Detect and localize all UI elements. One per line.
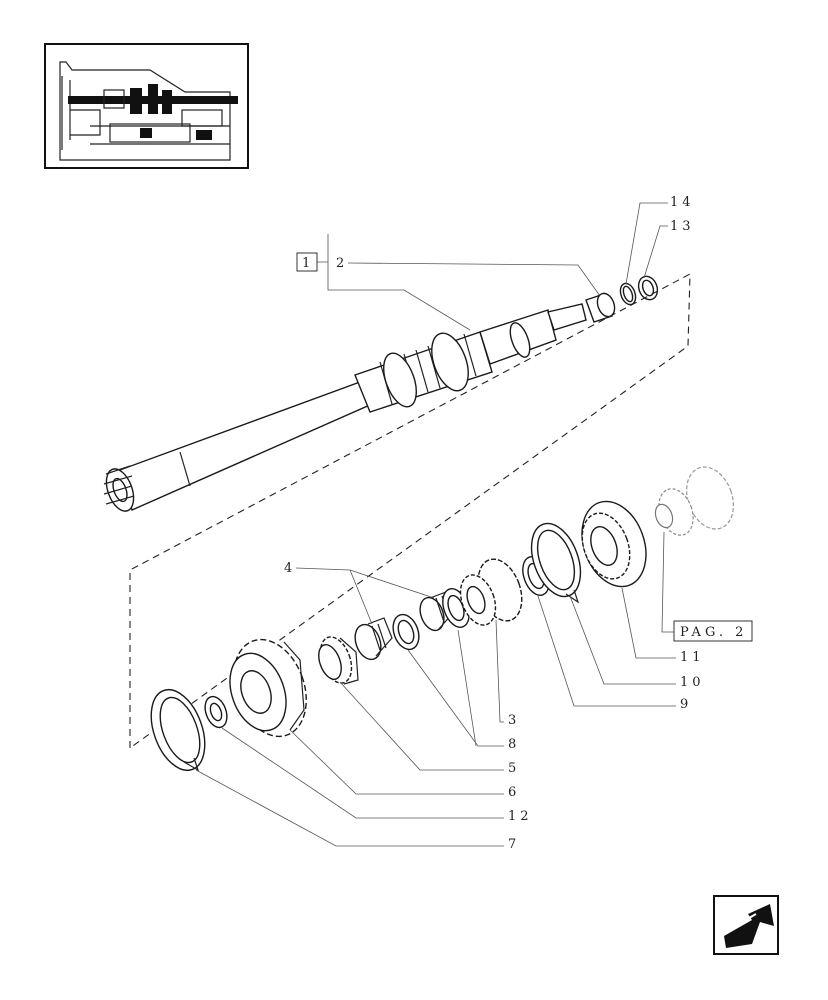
gear-part-6	[229, 638, 307, 738]
label-7: 7	[508, 837, 520, 852]
ring-part-8a	[392, 613, 420, 651]
thumbnail-locator[interactable]	[44, 43, 249, 169]
page-reference-label: PAG. 2	[680, 625, 747, 640]
bush-part-2	[585, 292, 616, 323]
label-12: 12	[508, 809, 533, 824]
snap-ring-14	[619, 282, 637, 306]
transmission-thumbnail-icon	[59, 61, 238, 161]
ref-box-1-label: 1	[302, 256, 314, 271]
label-10: 10	[680, 675, 705, 690]
gear-part-3	[459, 558, 523, 626]
hub-reference-part	[654, 466, 734, 536]
sleeve-part-11	[581, 500, 647, 588]
label-5: 5	[508, 761, 520, 776]
label-13: 13	[670, 219, 695, 234]
circlip-part-7	[150, 688, 206, 772]
needle-bearing-part-4a	[354, 617, 393, 661]
label-6: 6	[508, 785, 520, 800]
label-11: 11	[680, 650, 705, 665]
circlip-part-10	[530, 522, 582, 604]
ref-box-1: 1 2	[296, 234, 601, 331]
label-8: 8	[508, 737, 520, 752]
label-9: 9	[680, 697, 692, 712]
main-shaft	[103, 303, 587, 512]
page-reference-box[interactable]: PAG. 2	[673, 620, 753, 642]
washer-part-12	[204, 695, 228, 729]
gear-part-5	[318, 636, 359, 685]
label-2: 2	[336, 256, 348, 271]
ring-13	[637, 275, 659, 301]
label-4: 4	[284, 561, 296, 576]
label-3: 3	[508, 713, 520, 728]
arrow-back-icon[interactable]	[713, 895, 779, 955]
label-14: 14	[670, 195, 695, 210]
